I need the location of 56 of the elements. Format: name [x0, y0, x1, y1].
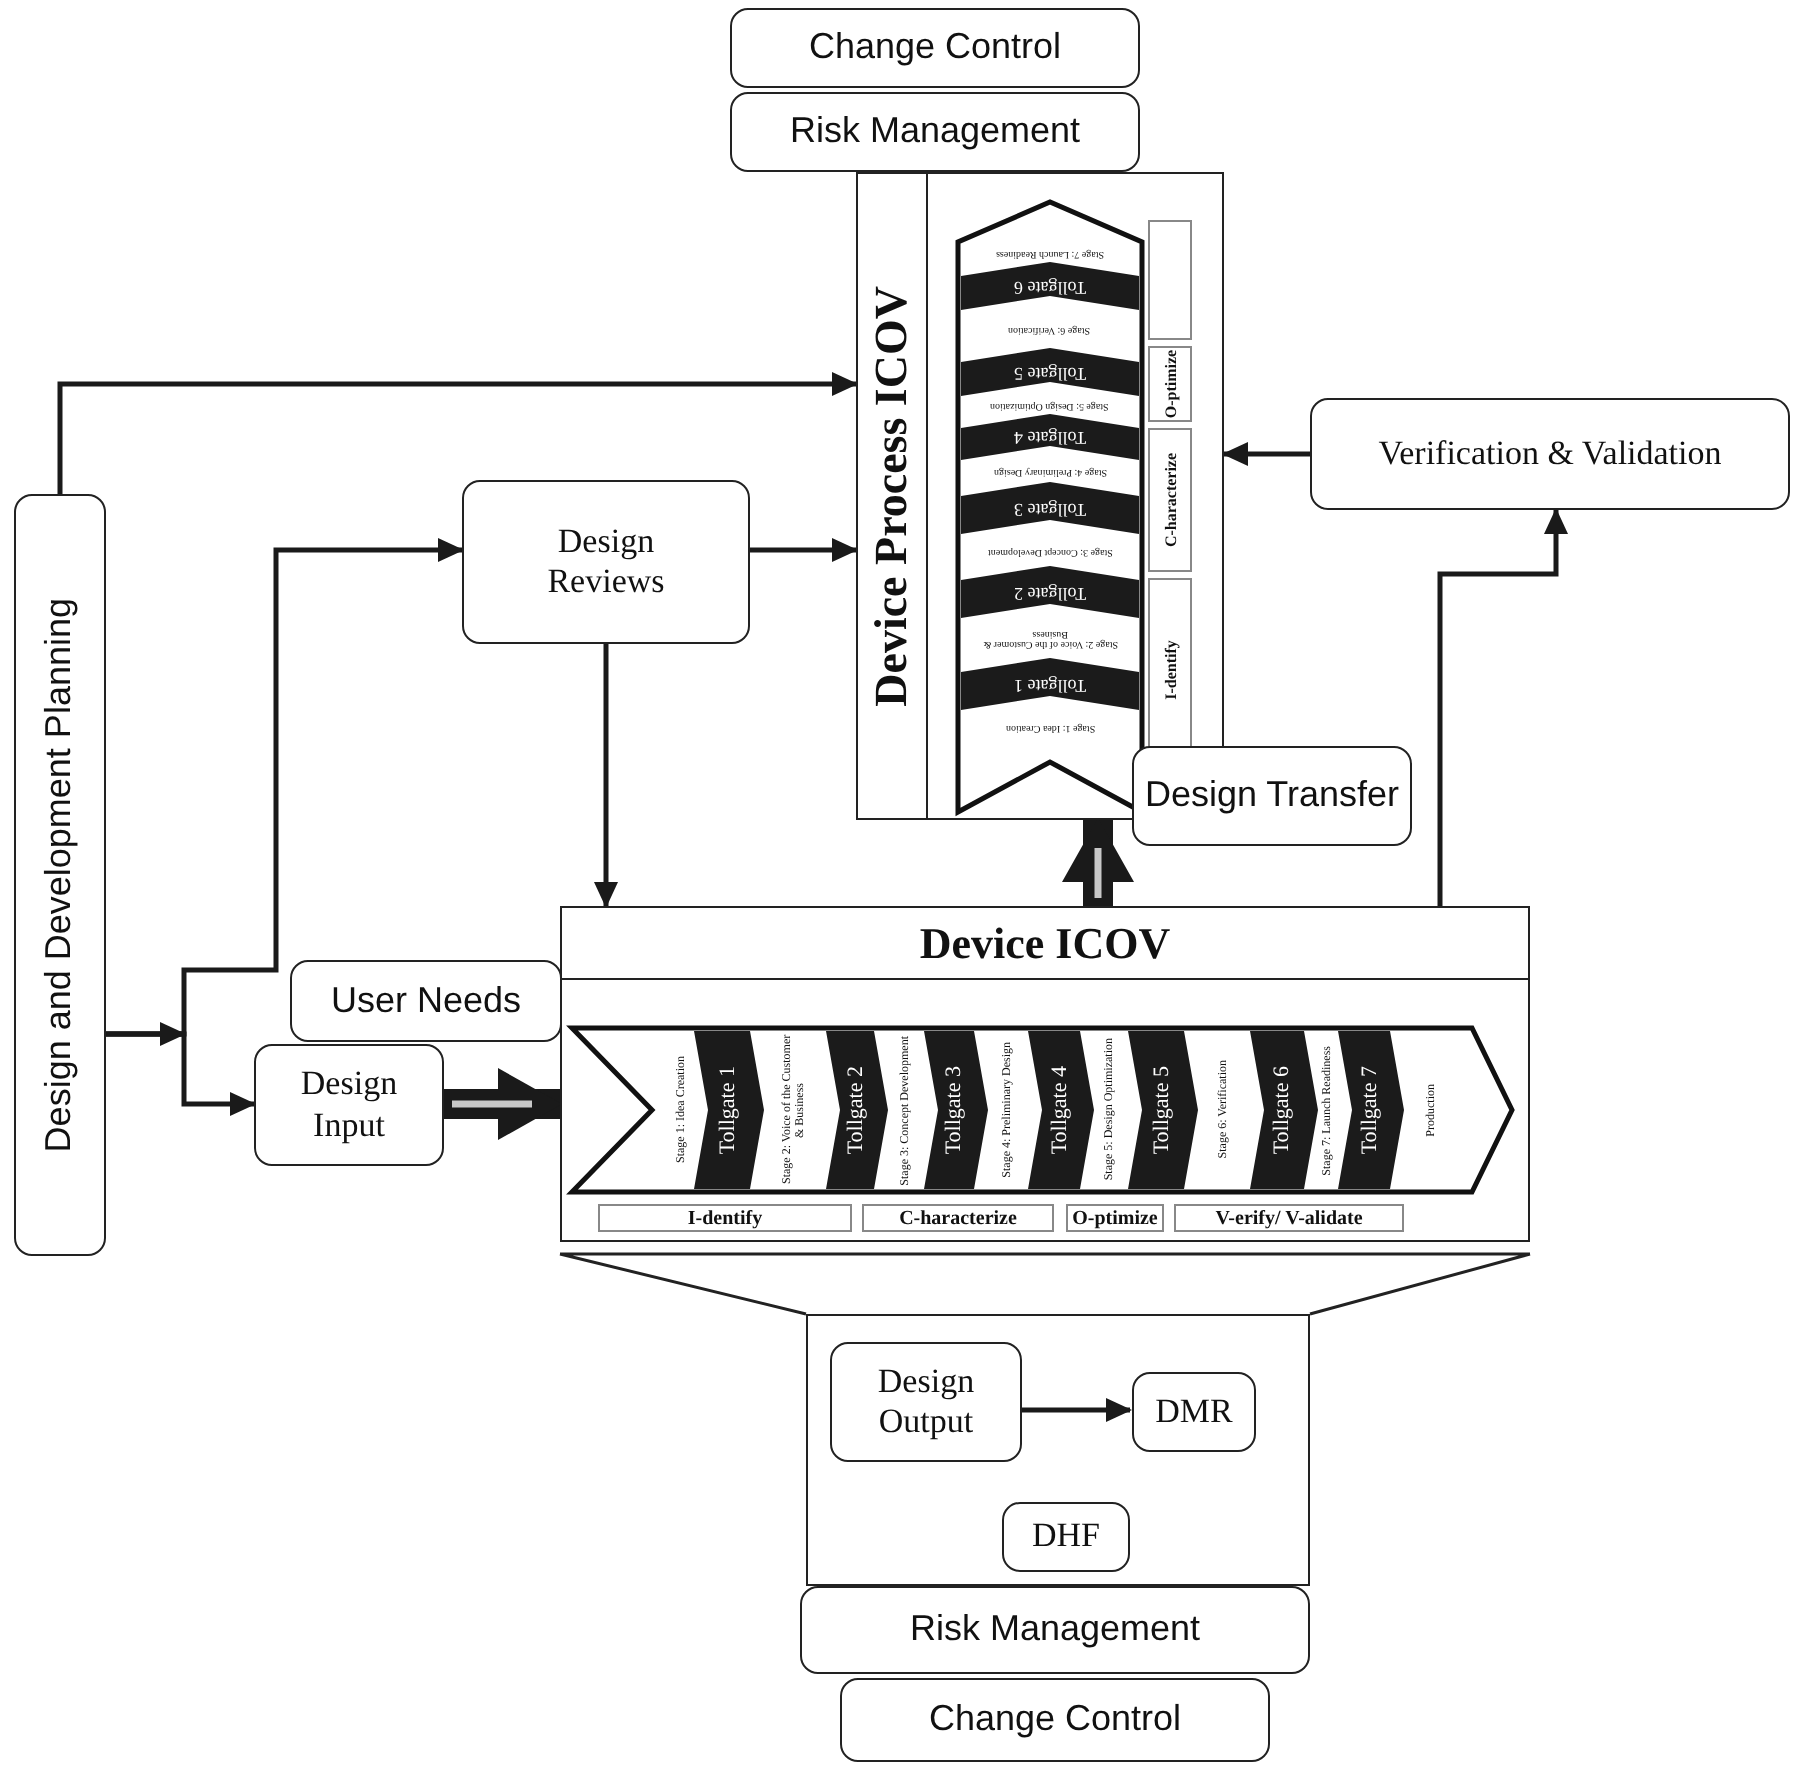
- process-box: [840, 1678, 1270, 1762]
- arrow: [1020, 1398, 1132, 1422]
- tollgate-label: Tollgate 2: [845, 1065, 869, 1155]
- process-box: [1132, 746, 1412, 846]
- tollgate-label: Tollgate 1: [1013, 674, 1087, 694]
- arrow: [57, 372, 858, 494]
- container-box: [806, 1314, 1310, 1586]
- tollgate-label: Tollgate 5: [1151, 1065, 1175, 1155]
- tollgate-label: Tollgate 3: [944, 1065, 968, 1155]
- tollgate-label: Tollgate 5: [1013, 362, 1087, 382]
- box-label: Design Output: [875, 1361, 977, 1443]
- phase-tab: C-haracterize: [1148, 428, 1192, 572]
- process-box: [800, 1586, 1310, 1674]
- process-panel: [560, 906, 1530, 1242]
- tollgate-label: Tollgate 6: [1013, 276, 1087, 296]
- phase-tab: C-haracterize: [862, 1204, 1054, 1232]
- box-label: User Needs: [330, 979, 522, 1023]
- box-label: Design Input: [298, 1064, 400, 1146]
- phase-tab: O-ptimize: [1148, 346, 1192, 422]
- box-label: DMR: [1155, 1391, 1233, 1433]
- process-box: [730, 92, 1140, 172]
- panel-title: Device Process ICOV: [866, 285, 918, 707]
- box-label: Risk Management: [789, 110, 1081, 154]
- tollgate-label: Tollgate 2: [1013, 582, 1087, 602]
- phase-tab: O-ptimize: [1066, 1204, 1164, 1232]
- phase-tab: V-erify/ V-alidate: [1174, 1204, 1404, 1232]
- process-box: [290, 960, 562, 1042]
- arrow: [106, 1031, 256, 1116]
- process-box: [1132, 1372, 1256, 1452]
- tollgate-label: Tollgate 1: [717, 1065, 741, 1155]
- process-box: [830, 1342, 1022, 1462]
- box-label: Change Control: [928, 1698, 1182, 1742]
- process-box: [14, 494, 106, 1256]
- box-label: Verification & Validation: [1378, 433, 1722, 475]
- process-box: [1310, 398, 1790, 510]
- arrow: [594, 644, 618, 908]
- process-box: [730, 8, 1140, 88]
- panel-title: Device ICOV: [919, 917, 1171, 969]
- arrow: [1222, 442, 1310, 466]
- process-box: [254, 1044, 444, 1166]
- tollgate-label: Tollgate 6: [1272, 1065, 1296, 1155]
- arrow: [750, 538, 858, 562]
- tollgate-label: Tollgate 4: [1049, 1065, 1073, 1155]
- phase-tab: I-dentify: [598, 1204, 852, 1232]
- box-label: DHF: [1031, 1516, 1100, 1558]
- tollgate-label: Tollgate 7: [1359, 1065, 1383, 1155]
- box-label: Design Transfer: [1144, 774, 1400, 818]
- box-label: Design Reviews: [545, 521, 667, 603]
- process-box: [462, 480, 750, 644]
- tollgate-label: Tollgate 3: [1013, 498, 1087, 518]
- box-label: Risk Management: [909, 1608, 1201, 1652]
- arrow: [1437, 508, 1568, 906]
- tollgate-label: Tollgate 4: [1013, 427, 1087, 447]
- box-label: Design and Development Planning: [38, 597, 81, 1153]
- box-label: Change Control: [808, 26, 1062, 70]
- process-box: [1002, 1502, 1130, 1572]
